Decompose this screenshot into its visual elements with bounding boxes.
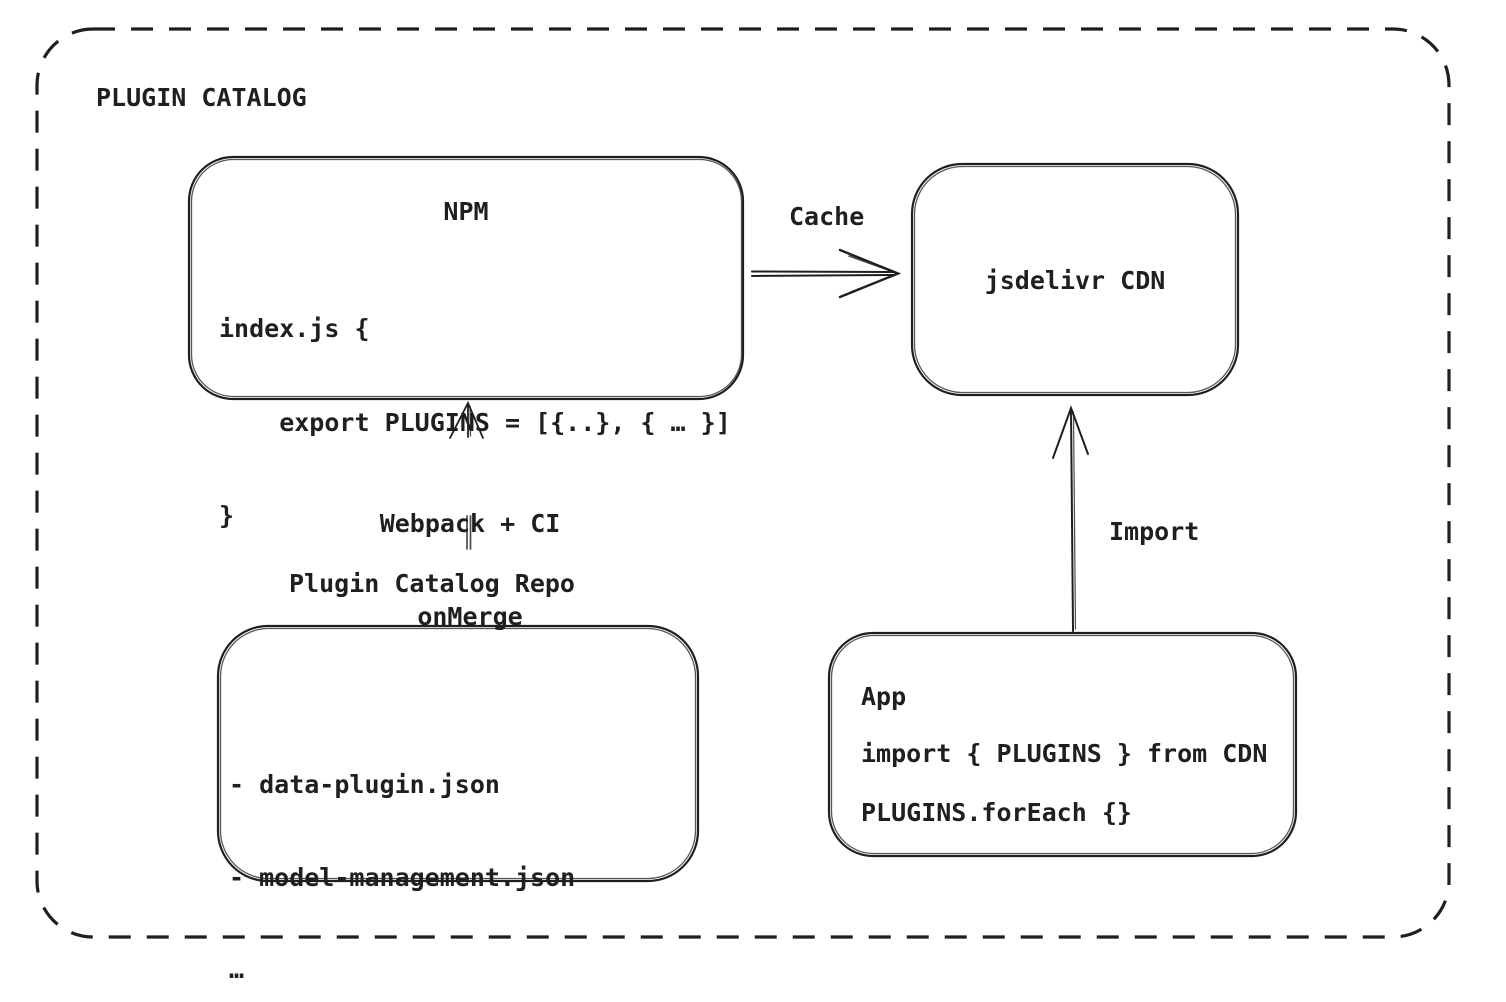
build-edge-label: Webpack + CI onMerge — [320, 446, 620, 694]
app-code-foreach-line: PLUGINS.forEach {} — [861, 798, 1132, 827]
diagram-title: PLUGIN CATALOG — [96, 83, 307, 112]
build-edge-label-line1: Webpack + CI — [379, 509, 561, 538]
npm-code-block: index.js { export PLUGINS = [{..}, { … }… — [219, 251, 731, 594]
repo-npm-connector — [466, 515, 472, 550]
catalog-boundary-box — [35, 27, 1451, 939]
npm-code-line: index.js { — [219, 314, 370, 343]
app-code-import-line: import { PLUGINS } from CDN — [861, 739, 1268, 768]
cdn-node-title: jsdelivr CDN — [984, 266, 1166, 295]
app-node-title: App — [861, 682, 907, 711]
cdn-node-box — [910, 162, 1240, 397]
cache-arrow — [751, 248, 902, 299]
import-arrow — [1052, 405, 1089, 632]
repo-node-box — [216, 624, 700, 883]
repo-file-list: - data-plugin.json - model-management.js… — [229, 708, 575, 1002]
repo-file-item: - data-plugin.json — [229, 770, 500, 799]
import-edge-label: Import — [1109, 517, 1200, 546]
cache-edge-label: Cache — [789, 202, 865, 231]
app-node-box — [827, 631, 1298, 858]
repo-file-item: … — [229, 955, 245, 984]
build-edge-label-line2: onMerge — [417, 602, 523, 631]
npm-node-title: NPM — [443, 197, 489, 226]
npm-node-box — [187, 155, 745, 401]
npm-code-line: export PLUGINS = [{..}, { … }] — [219, 407, 731, 437]
repo-node-title: Plugin Catalog Repo — [289, 569, 575, 598]
npm-code-line: } — [219, 501, 235, 530]
webpack-arrow — [449, 400, 484, 439]
repo-file-item: - model-management.json — [229, 862, 576, 892]
